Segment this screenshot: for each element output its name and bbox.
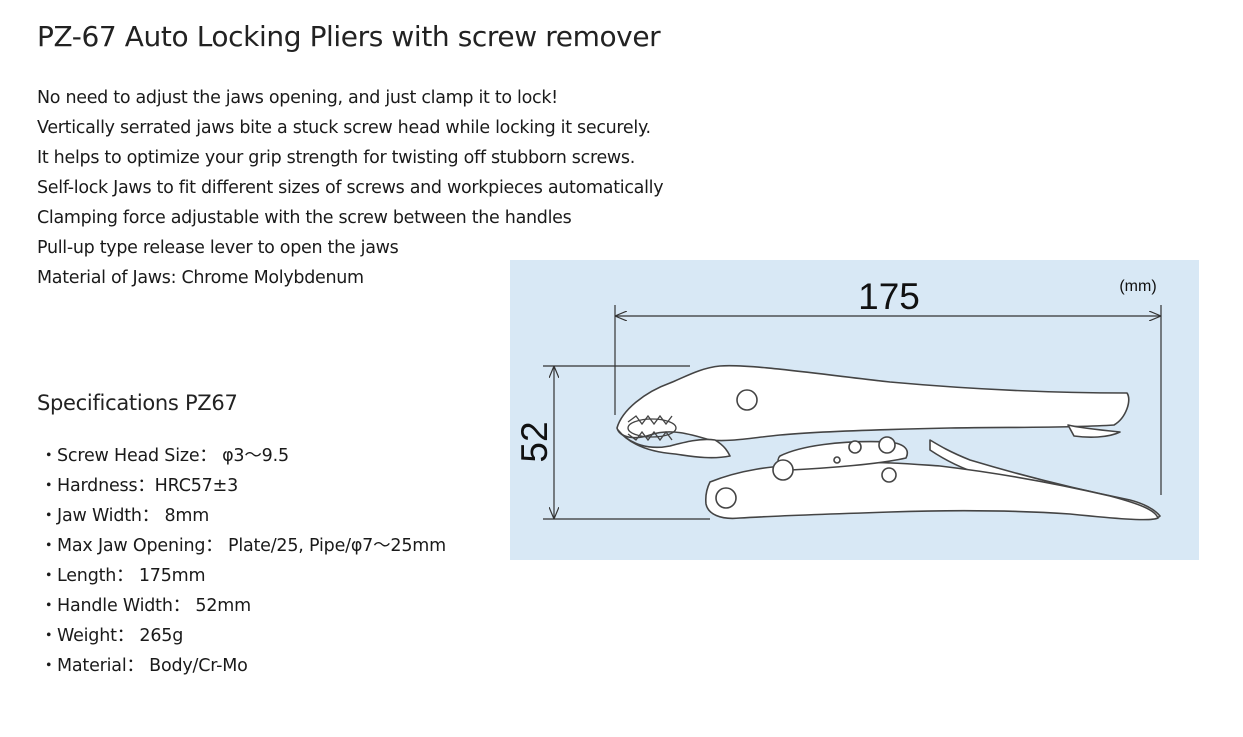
feature-item: No need to adjust the jaws opening, and … bbox=[37, 88, 558, 108]
feature-item: Vertically serrated jaws bite a stuck sc… bbox=[37, 118, 651, 138]
spec-item: ・Screw Head Size： φ3～9.5 bbox=[40, 441, 446, 471]
spec-item: ・Weight： 265g bbox=[40, 621, 446, 651]
bullet: ・ bbox=[40, 596, 58, 616]
feature-item: Material of Jaws: Chrome Molybdenum bbox=[37, 268, 364, 288]
width-label: 52 bbox=[514, 421, 555, 462]
spec-item: ・Handle Width： 52mm bbox=[40, 591, 446, 621]
bullet: ・ bbox=[40, 506, 58, 526]
page-title: PZ-67 Auto Locking Pliers with screw rem… bbox=[37, 20, 661, 53]
jaw-serrations bbox=[627, 414, 677, 442]
bullet: ・ bbox=[40, 656, 58, 676]
spec-item: ・Jaw Width： 8mm bbox=[40, 501, 446, 531]
spec-text: Hardness：HRC57±3 bbox=[57, 476, 239, 496]
length-label: 175 bbox=[858, 276, 920, 317]
spec-text: Handle Width： 52mm bbox=[57, 596, 251, 616]
length-dimension bbox=[614, 305, 1162, 495]
spec-text: Material： Body/Cr-Mo bbox=[57, 656, 248, 676]
feature-item: Pull-up type release lever to open the j… bbox=[37, 238, 399, 258]
feature-list: No need to adjust the jaws opening, and … bbox=[37, 83, 664, 293]
bullet: ・ bbox=[40, 566, 58, 586]
pivot-holes bbox=[715, 389, 897, 509]
bullet: ・ bbox=[40, 626, 58, 646]
pliers-drawing: 175 (mm) 52 bbox=[514, 276, 1162, 521]
spec-item: ・Max Jaw Opening： Plate/25, Pipe/φ7～25mm bbox=[40, 531, 446, 561]
spec-text: Screw Head Size： φ3～9.5 bbox=[57, 446, 289, 466]
spec-item: ・Material： Body/Cr-Mo bbox=[40, 651, 446, 681]
bullet: ・ bbox=[40, 476, 58, 496]
spec-item: ・Length： 175mm bbox=[40, 561, 446, 591]
spec-item: ・Hardness：HRC57±3 bbox=[40, 471, 446, 501]
feature-item: It helps to optimize your grip strength … bbox=[37, 148, 636, 168]
spec-text: Weight： 265g bbox=[57, 626, 184, 646]
width-dimension bbox=[543, 365, 710, 520]
feature-item: Self-lock Jaws to fit different sizes of… bbox=[37, 178, 664, 198]
bullet: ・ bbox=[40, 536, 58, 556]
spec-text: Max Jaw Opening： Plate/25, Pipe/φ7～25mm bbox=[57, 536, 446, 556]
specifications-title: Specifications PZ67 bbox=[37, 391, 238, 415]
dimension-diagram: 175 (mm) 52 bbox=[510, 260, 1199, 560]
pliers-outline bbox=[616, 364, 1161, 521]
bullet: ・ bbox=[40, 446, 58, 466]
feature-item: Clamping force adjustable with the screw… bbox=[37, 208, 572, 228]
specifications-list: ・Screw Head Size： φ3～9.5 ・Hardness：HRC57… bbox=[40, 441, 446, 681]
spec-text: Jaw Width： 8mm bbox=[57, 506, 210, 526]
spec-text: Length： 175mm bbox=[57, 566, 206, 586]
unit-label: (mm) bbox=[1119, 278, 1156, 295]
